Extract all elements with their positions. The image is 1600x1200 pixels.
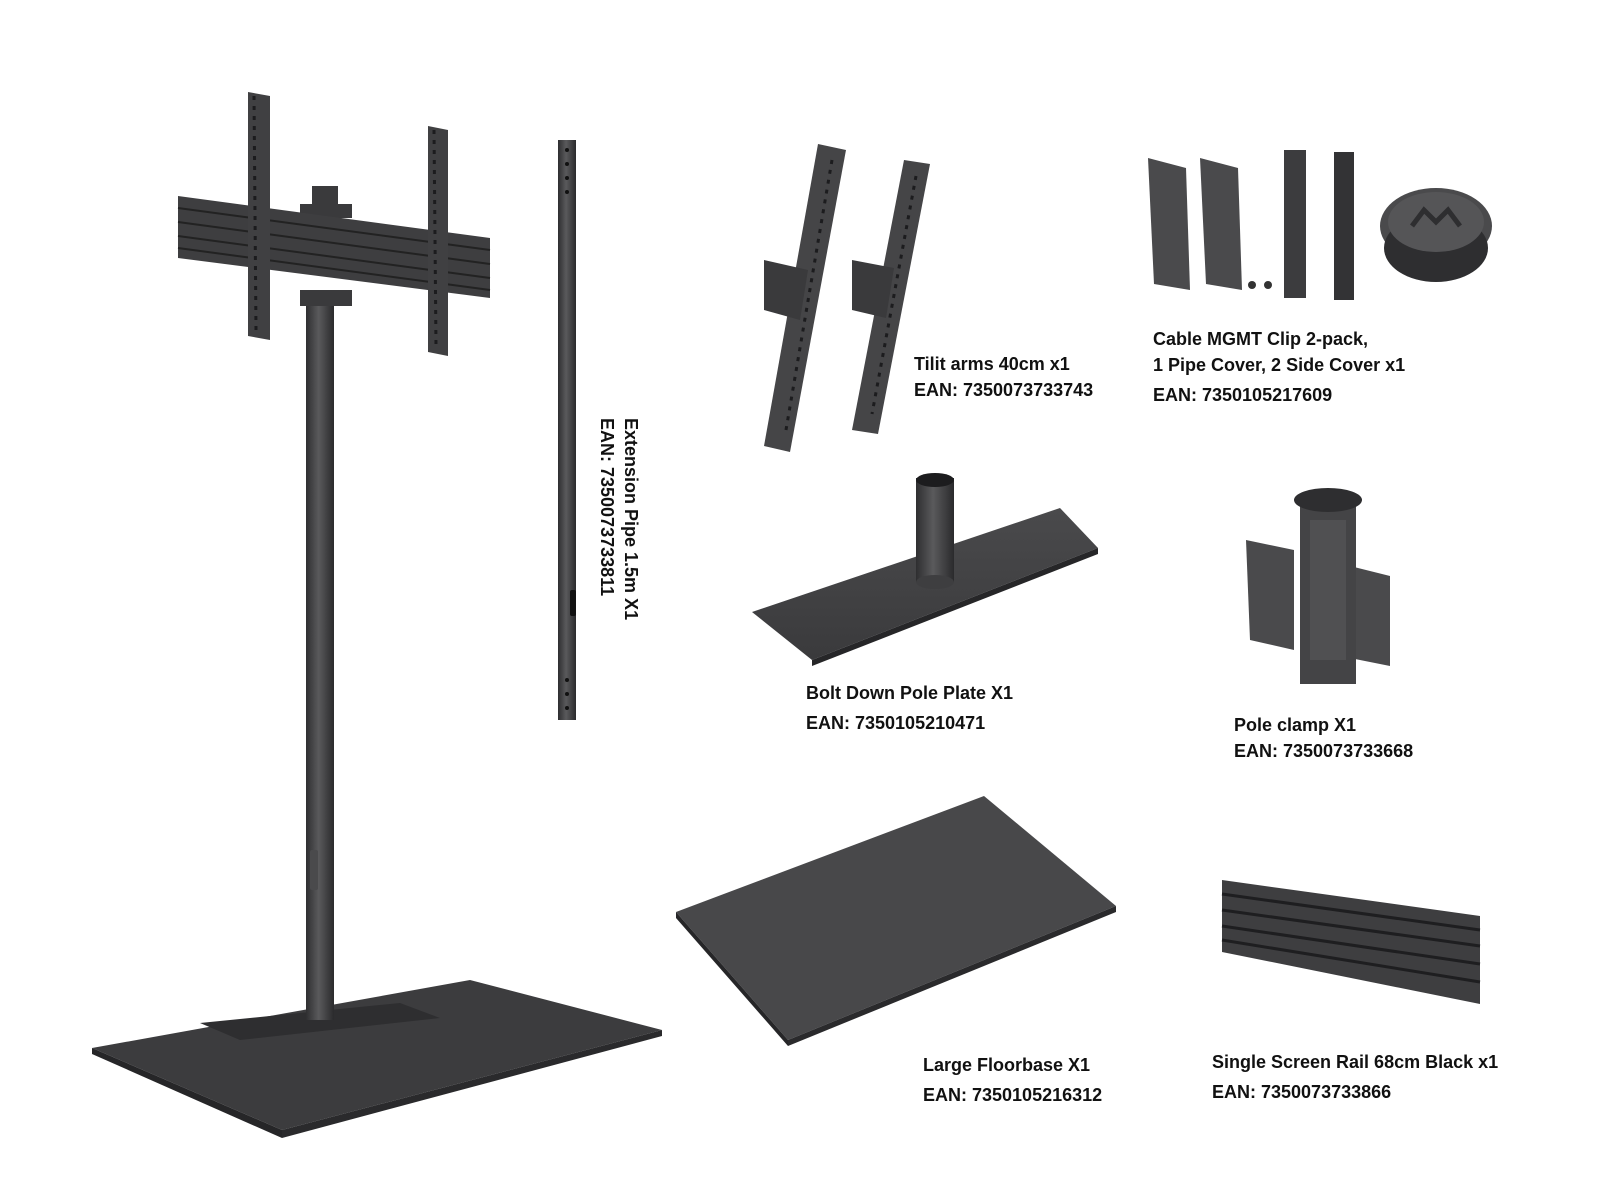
tilt-arms-image [764,144,930,452]
pole-clamp-ean: EAN: 7350073733668 [1234,741,1414,761]
extension-pipe-ean: EAN: 7350073733811 [597,418,617,597]
cable-mgmt-ean: EAN: 7350105217609 [1153,385,1333,405]
tilt-arms-name: Tilit arms 40cm x1 [914,354,1070,374]
single-screen-rail-image [1221,880,1481,1004]
large-floorbase-name: Large Floorbase X1 [923,1055,1091,1075]
pole-clamp-image [1246,488,1390,684]
bolt-down-plate-ean: EAN: 7350105210471 [806,713,986,733]
bolt-down-plate-name: Bolt Down Pole Plate X1 [806,683,1014,703]
pole-clamp-caption: Pole clamp X1 EAN: 7350073733668 [1234,712,1413,764]
cable-mgmt-parts-image [1148,150,1492,300]
screen-rail-caption: Single Screen Rail 68cm Black x1 EAN: 73… [1212,1049,1498,1105]
extension-pipe-image [558,140,576,720]
extension-pipe-name: Extension Pipe 1.5m X1 [621,418,641,621]
screen-rail-name: Single Screen Rail 68cm Black x1 [1212,1052,1499,1072]
cable-mgmt-name-line1: Cable MGMT Clip 2-pack, [1153,329,1369,349]
large-floorbase-caption: Large Floorbase X1 EAN: 7350105216312 [923,1052,1102,1108]
large-floorbase-ean: EAN: 7350105216312 [923,1085,1103,1105]
screen-rail-ean: EAN: 7350073733866 [1212,1082,1392,1102]
tilt-arms-caption: Tilit arms 40cm x1 EAN: 7350073733743 [914,351,1093,403]
bolt-down-pole-plate-image [752,473,1098,666]
cable-mgmt-name-line2: 1 Pipe Cover, 2 Side Cover x1 [1153,355,1406,375]
assembled-floor-stand-image [92,92,662,1138]
cable-mgmt-caption: Cable MGMT Clip 2-pack, 1 Pipe Cover, 2 … [1153,326,1405,408]
pole-clamp-name: Pole clamp X1 [1234,715,1357,735]
large-floorbase-image [676,796,1116,1046]
extension-pipe-caption: Extension Pipe 1.5m X1 EAN: 735007373381… [595,418,643,620]
bolt-down-plate-caption: Bolt Down Pole Plate X1 EAN: 73501052104… [806,680,1013,736]
tilt-arms-ean: EAN: 7350073733743 [914,380,1094,400]
